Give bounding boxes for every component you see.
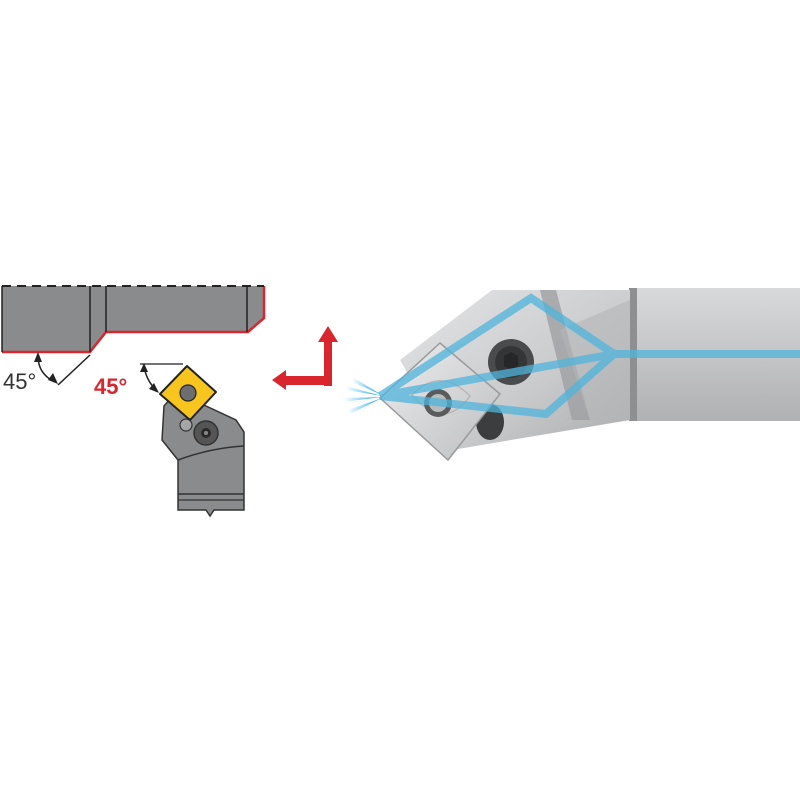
- top-view-holder: [161, 391, 245, 518]
- side-view-angle-label: 45°: [3, 369, 37, 394]
- feed-direction-arrows: [272, 326, 338, 390]
- side-view-holder: [1, 285, 266, 354]
- side-view-angle-indicator: [34, 352, 91, 386]
- coolant-jet: [344, 378, 382, 414]
- top-view-angle-label: 45°: [94, 374, 128, 399]
- top-view-angle-indicator: [140, 363, 183, 393]
- coolant-channels: [377, 293, 800, 419]
- top-view-insert: [159, 365, 217, 421]
